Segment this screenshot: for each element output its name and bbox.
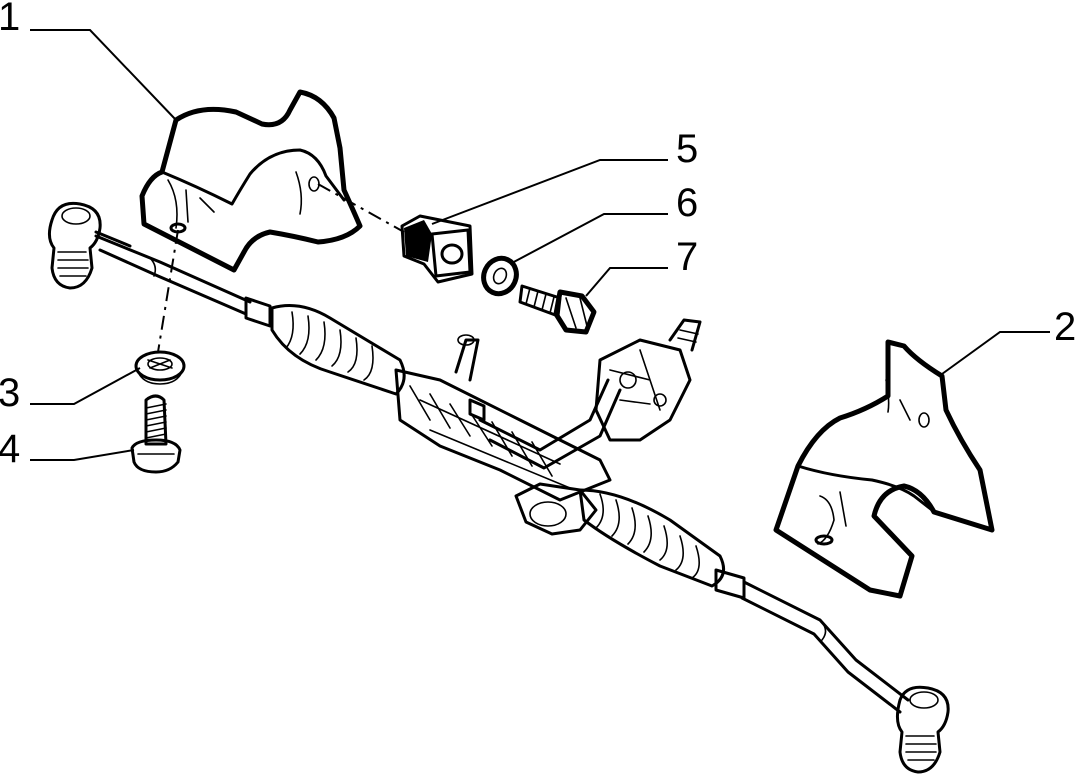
callout-1: 1 (0, 0, 20, 39)
callout-leaders (30, 29, 1050, 461)
center-mount (514, 482, 598, 536)
part-1-left-cover (139, 89, 363, 273)
callout-labels: 1 2 3 4 5 6 7 (0, 0, 1076, 471)
callout-4: 4 (0, 427, 20, 471)
callout-5: 5 (676, 127, 698, 171)
part-5-clip-nut (400, 214, 474, 284)
leader-6 (509, 213, 668, 265)
leader-2 (941, 331, 1050, 375)
pinion-valve-housing (594, 318, 702, 442)
left-tie-rod (94, 234, 252, 316)
part-6-washer (481, 255, 519, 297)
callout-6: 6 (676, 181, 698, 225)
callout-2: 2 (1054, 305, 1076, 349)
steering-rack-assembly (47, 201, 950, 774)
leader-3 (30, 367, 141, 405)
leader-5 (431, 159, 668, 225)
part-3-washer (134, 350, 186, 385)
assembly-axis-1-3-4 (157, 229, 179, 353)
callout-7: 7 (676, 235, 698, 279)
left-bellows-boot (244, 296, 406, 396)
right-bellows-boot (578, 488, 746, 600)
part-4-bolt (130, 394, 182, 474)
leader-1 (30, 29, 177, 121)
assembly-axis-1-5 (317, 183, 405, 233)
leader-7 (585, 267, 668, 297)
right-tie-rod (740, 580, 910, 714)
right-tie-rod-end (895, 685, 950, 774)
left-tie-rod-end (47, 201, 132, 290)
leader-4 (30, 449, 135, 461)
callout-3: 3 (0, 371, 20, 415)
part-7-screw (518, 284, 597, 335)
part-2-right-cover (773, 339, 995, 599)
rack-housing (394, 334, 622, 502)
